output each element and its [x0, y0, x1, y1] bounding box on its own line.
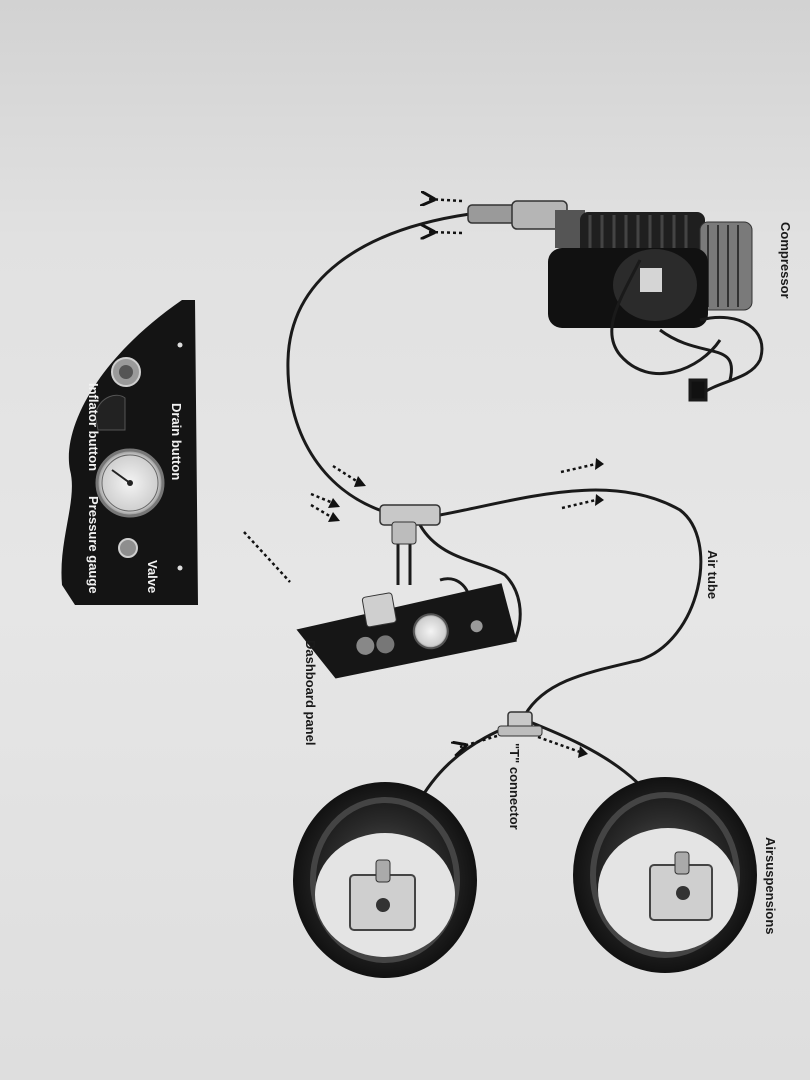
t-connector-label: "T" connector [507, 743, 522, 830]
control-panel-large [61, 300, 199, 605]
manifold-connector [379, 504, 441, 545]
air-suspension-right [573, 777, 757, 973]
compressor [467, 200, 753, 328]
arrow-heads [328, 458, 604, 758]
dashboard-panel-label: Dashboard panel [303, 640, 318, 746]
air-tube-label: Air tube [705, 550, 720, 600]
drain-button-label: Drain button [169, 403, 184, 481]
dashboard-panel [296, 583, 517, 679]
pressure-gauge-label: Pressure gauge [86, 496, 101, 594]
inflator-button-label: Inflator button [86, 383, 101, 472]
power-cord [610, 259, 764, 402]
t-connector [497, 711, 543, 737]
air-suspension-left [293, 782, 477, 978]
compressor-label: Compressor [778, 222, 793, 299]
air-suspensions-label: Airsuspensions [763, 837, 778, 935]
valve-label: Valve [145, 560, 160, 594]
